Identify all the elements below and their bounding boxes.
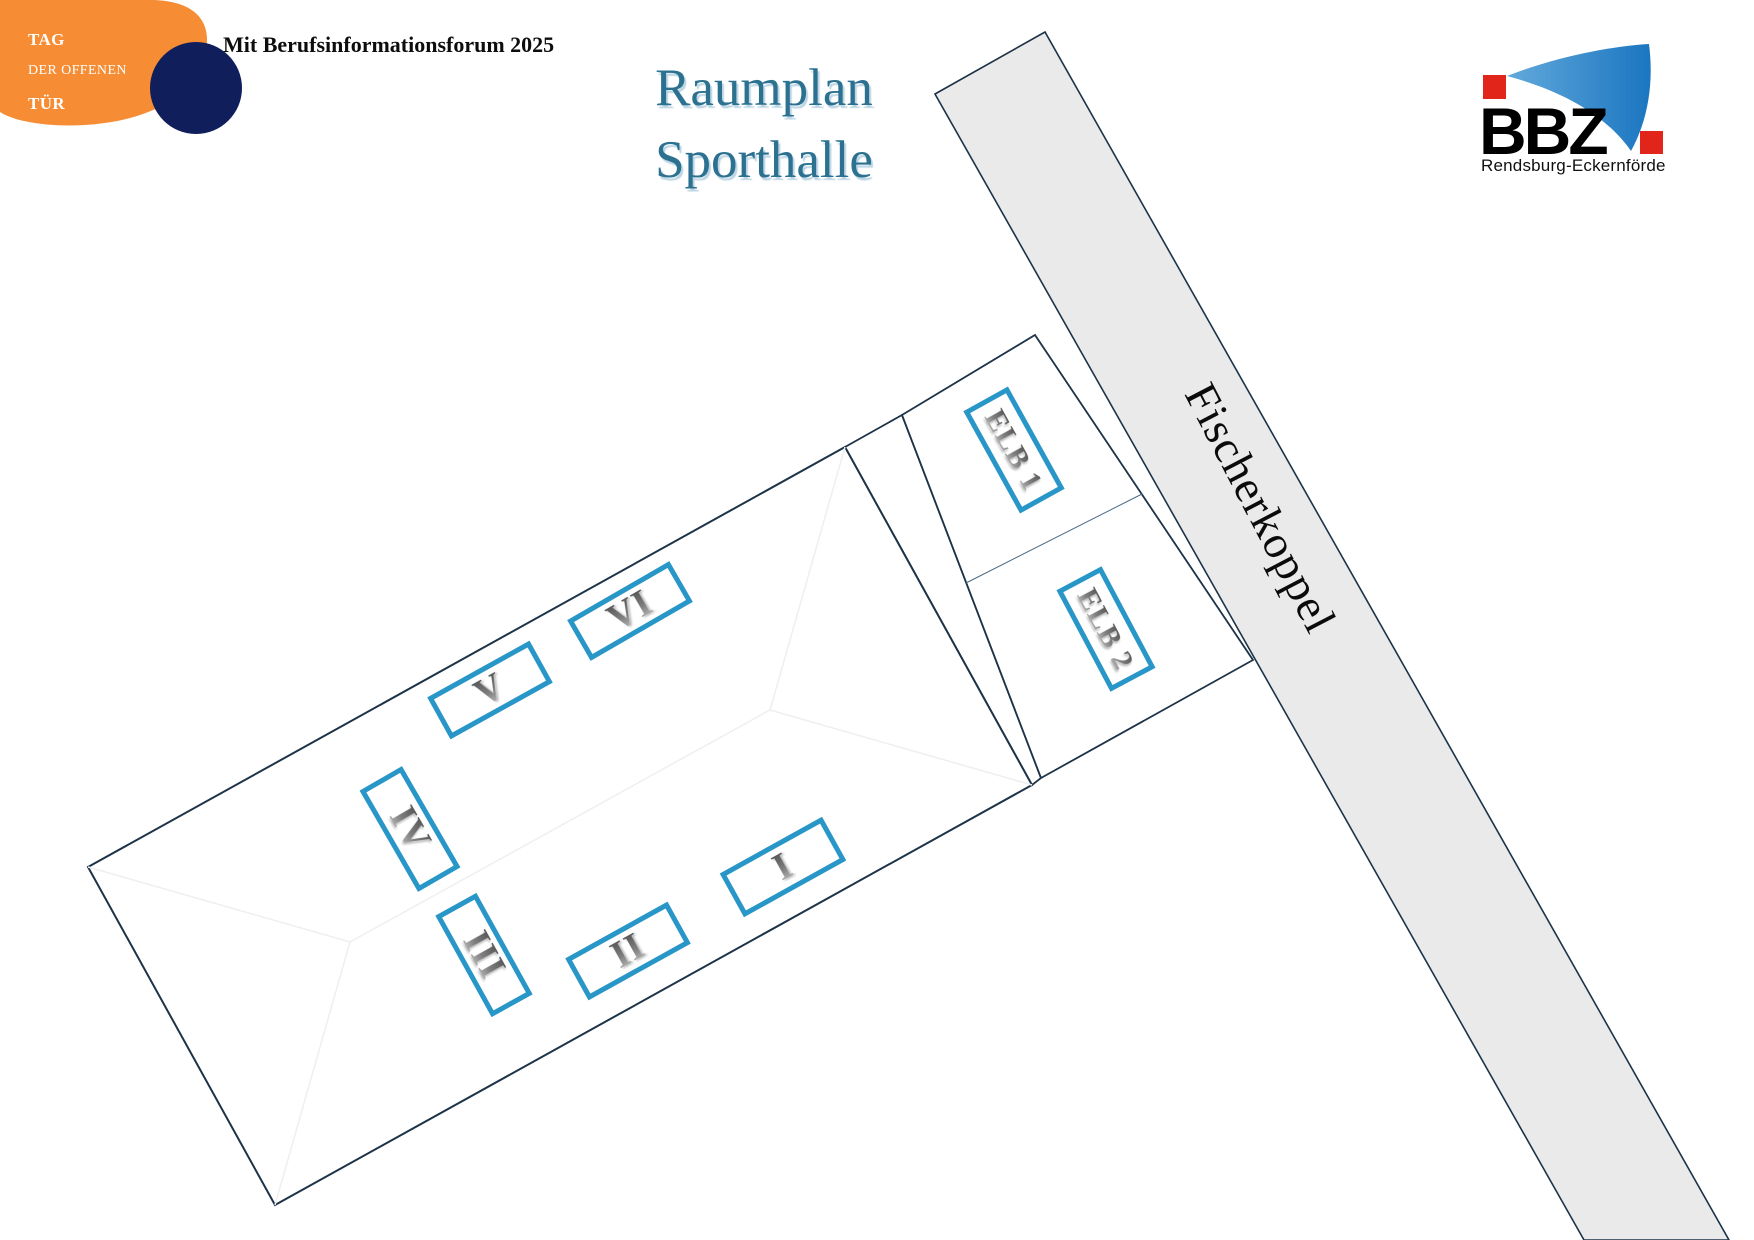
logo-red-square-top [1483, 75, 1506, 99]
page-title-line1: Raumplan [655, 59, 873, 117]
room-box [359, 766, 461, 892]
badge-line-tuer: TÜR [28, 94, 66, 113]
room-box [427, 640, 553, 740]
room-elb-2: ELB 2 [1056, 566, 1156, 692]
room-v: V [427, 640, 553, 740]
room-box [1056, 566, 1156, 692]
room-box [435, 892, 533, 1018]
annex-divider-line [965, 493, 1143, 584]
navy-circle [150, 42, 242, 134]
logo-red-square-bottom [1640, 131, 1663, 154]
room-i: I [719, 816, 847, 918]
room-ii: II [565, 901, 691, 1001]
bbz-logo-region: Rendsburg-Eckernförde [1481, 156, 1666, 175]
page-title-line2: Sporthalle [655, 131, 873, 190]
page-title: Raumplan Sporthalle [538, 52, 990, 196]
room-box [565, 901, 691, 1001]
badge-line-middle: DER OFFENEN [28, 63, 127, 78]
badge-graphic [0, 0, 242, 134]
room-box [567, 561, 693, 661]
street-band [933, 30, 1730, 1240]
event-subtitle: Mit Berufsinformationsforum 2025 [223, 32, 555, 57]
room-box [719, 816, 847, 918]
bbz-logo-text: BBZ [1479, 94, 1609, 168]
logo-blue-swoosh [1507, 44, 1651, 151]
bbz-logo-graphic [1483, 44, 1663, 154]
room-box [963, 386, 1065, 514]
roof-ridge-lines [87, 446, 1033, 1206]
badge-line-tag: TAG [28, 30, 65, 49]
